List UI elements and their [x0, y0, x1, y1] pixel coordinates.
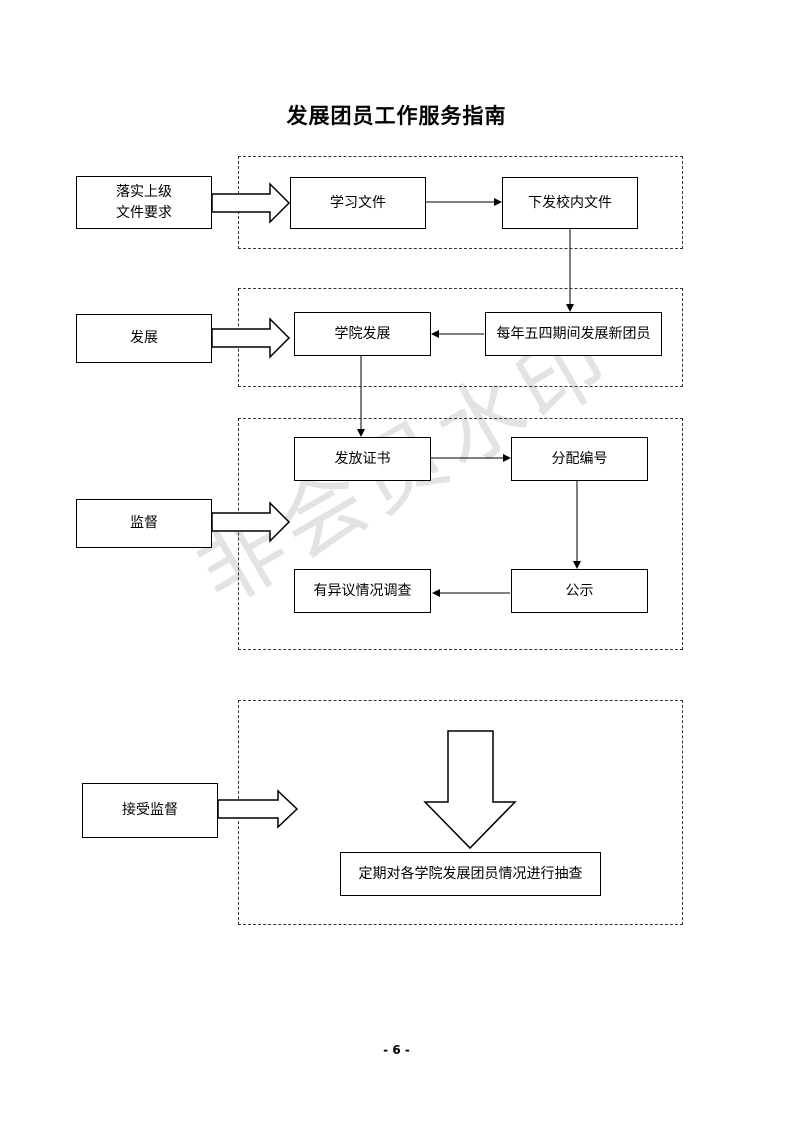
step-study-docs: 学习文件 — [290, 177, 426, 229]
page-number: - 6 - — [383, 1043, 410, 1057]
page-title: 发展团员工作服务指南 — [286, 104, 507, 128]
step-publicize: 公示 — [511, 569, 648, 613]
block-arrow-develop — [211, 317, 291, 359]
step-college-develop: 学院发展 — [294, 312, 431, 356]
block-arrow-supervise — [211, 501, 291, 543]
step-may-fourth: 每年五四期间发展新团员 — [485, 312, 662, 356]
label-accept-supervision: 接受监督 — [82, 783, 218, 838]
label-develop: 发展 — [76, 314, 212, 363]
block-arrow-implement — [211, 182, 291, 224]
large-down-arrow — [423, 730, 517, 850]
label-implement: 落实上级 文件要求 — [76, 176, 212, 229]
step-assign-number: 分配编号 — [511, 437, 648, 481]
step-issue-docs: 下发校内文件 — [502, 177, 638, 229]
label-supervise: 监督 — [76, 499, 212, 548]
label-implement-line2: 文件要求 — [116, 204, 172, 221]
label-implement-line1: 落实上级 — [116, 183, 172, 200]
step-objection: 有异议情况调查 — [294, 569, 431, 613]
step-spot-check: 定期对各学院发展团员情况进行抽查 — [340, 852, 601, 896]
block-arrow-accept-supervision — [217, 789, 299, 829]
group-frame-supervise — [238, 418, 683, 650]
step-issue-cert: 发放证书 — [294, 437, 431, 481]
